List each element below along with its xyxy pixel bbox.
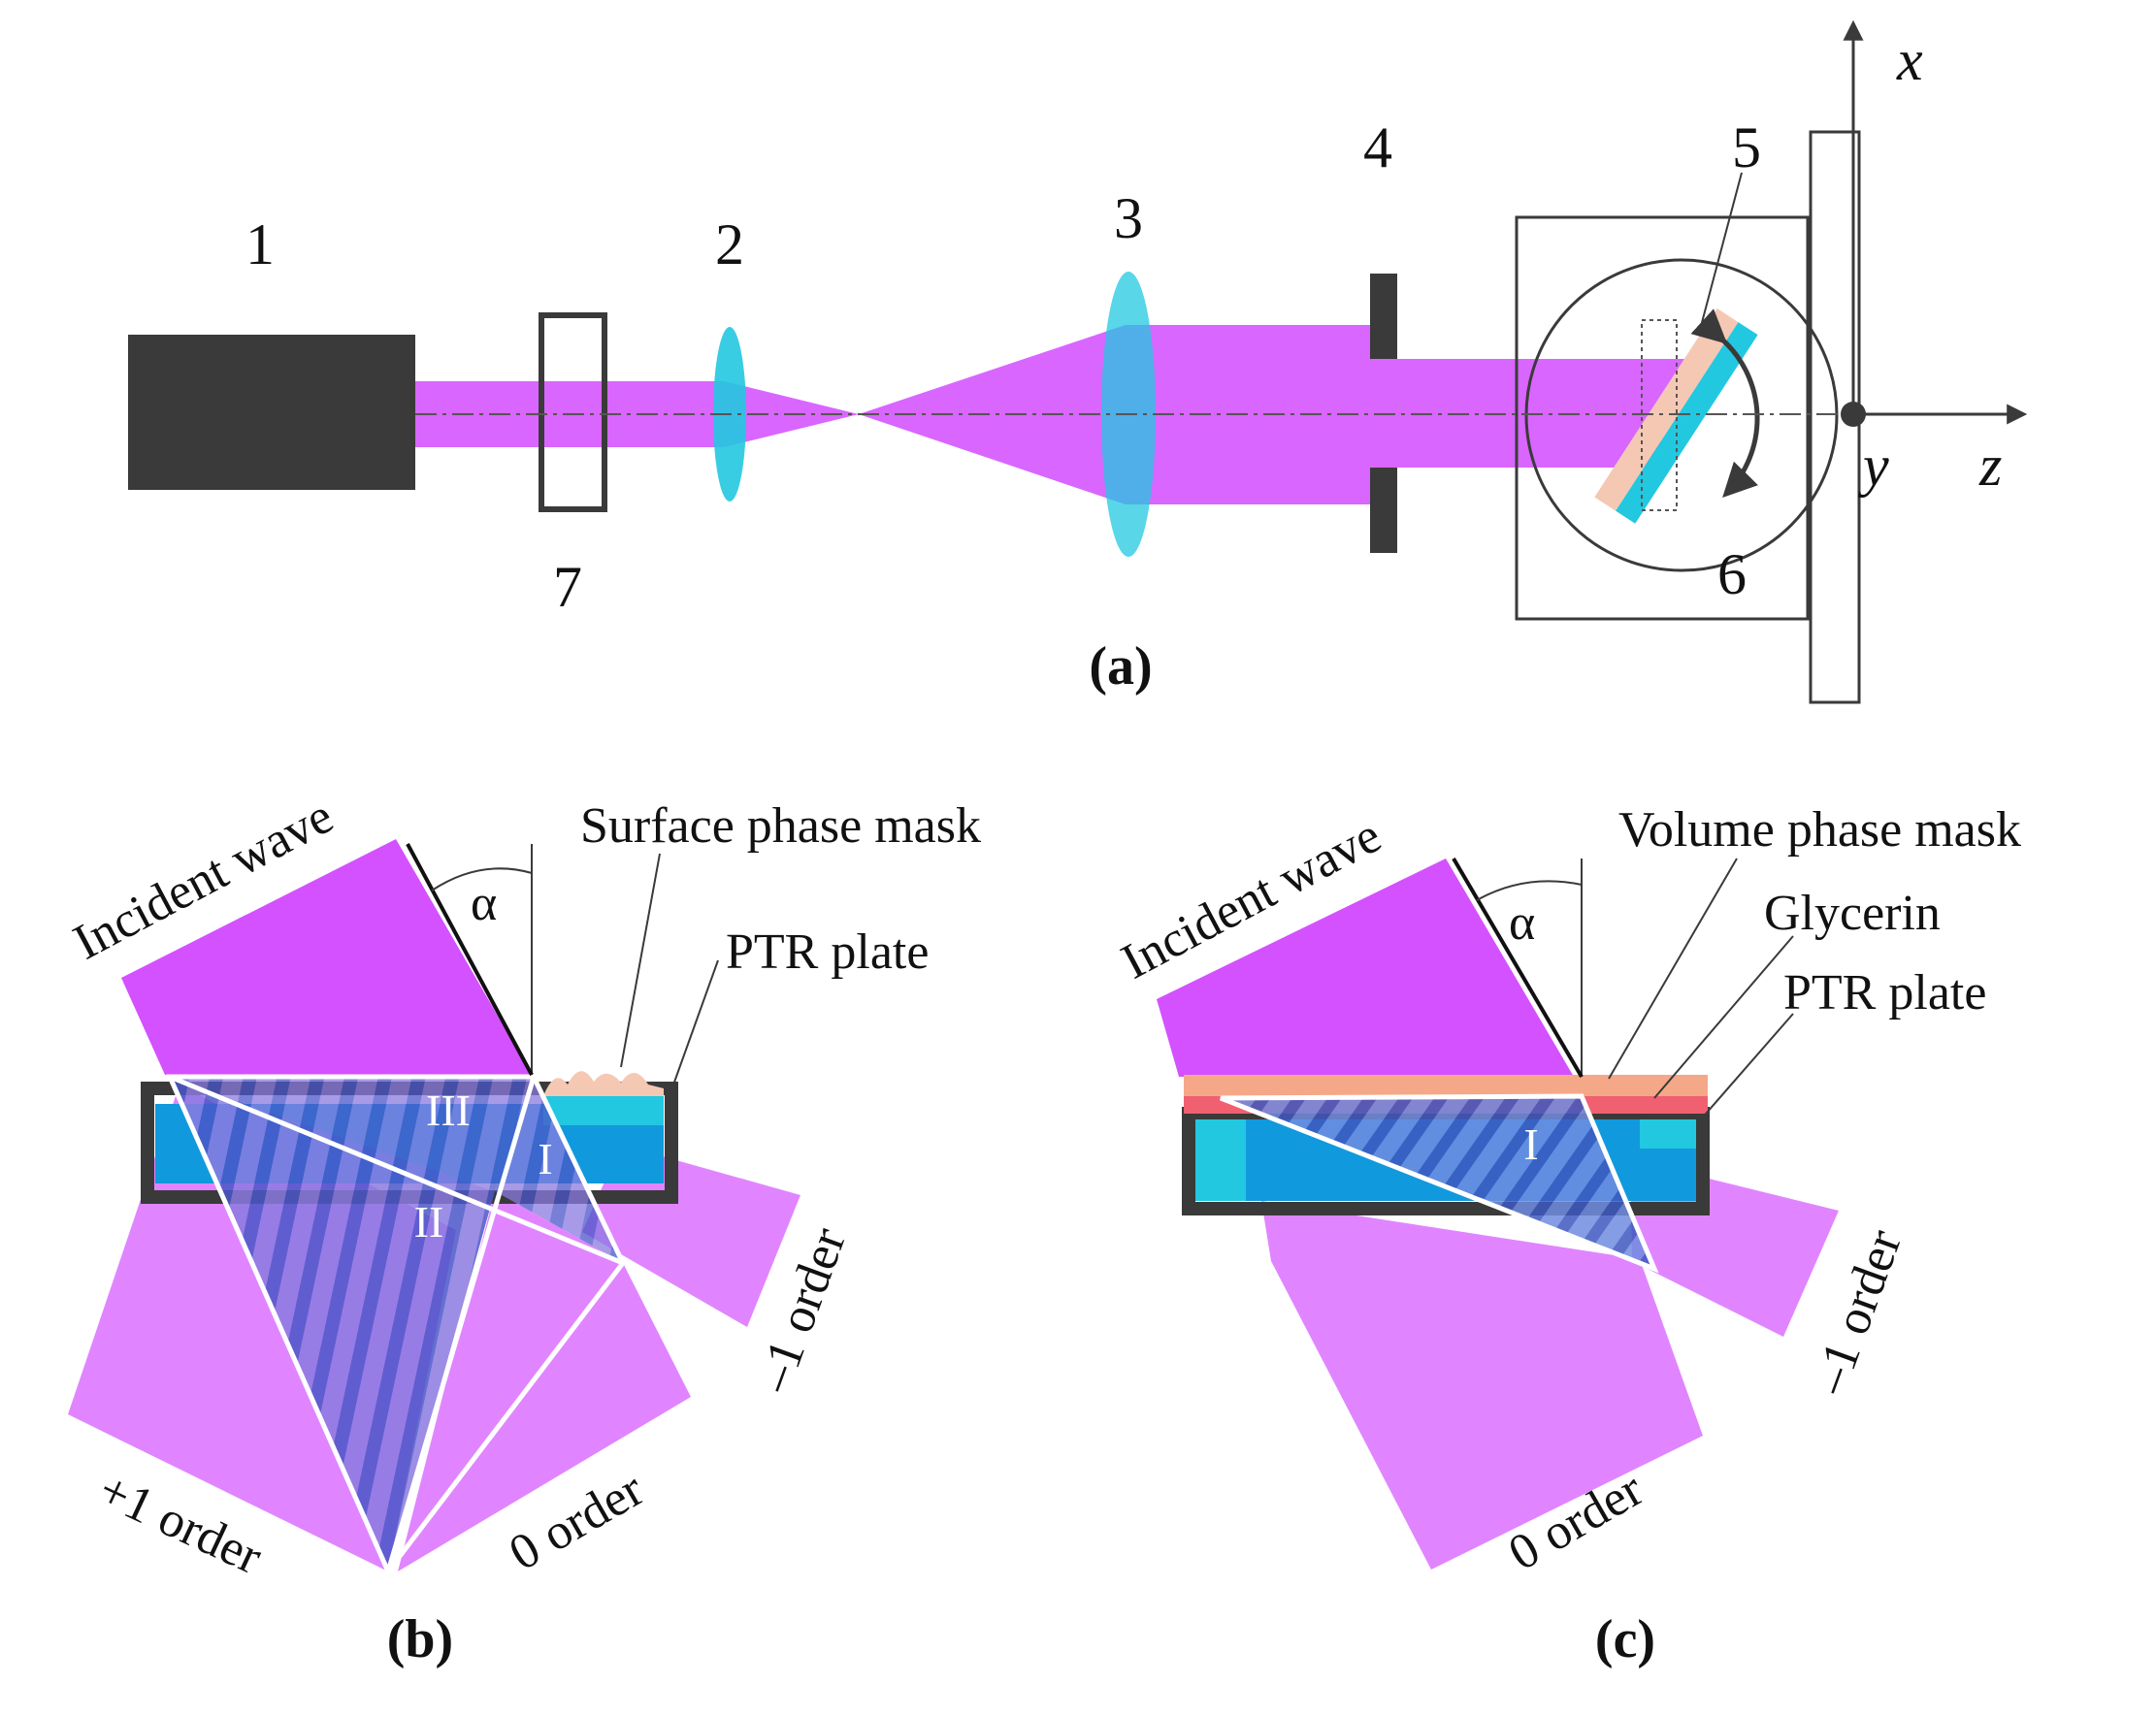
label-7: 7 (553, 555, 582, 619)
surface-mask-label: Surface phase mask (580, 798, 981, 854)
ptr-plate-label: PTR plate (1783, 965, 1986, 1020)
surface-phase-mask (543, 1071, 664, 1096)
panel-c-volume-mask: Incident wave α Volume phase mask Glycer… (1113, 802, 2021, 1669)
panel-a-label: (a) (1089, 636, 1152, 697)
zone-i-label: I (538, 1134, 552, 1183)
ptr-plate-light (543, 1096, 664, 1125)
mask-leader (1608, 858, 1738, 1080)
glycerin-label: Glycerin (1764, 886, 1941, 941)
ptr-plate-label: PTR plate (726, 924, 929, 980)
rotation-stage-frame (1515, 215, 1810, 621)
aperture-bottom (1370, 468, 1397, 553)
ptr-plate-light-right (1640, 1119, 1696, 1149)
volume-phase-mask (1184, 1075, 1708, 1096)
ptr-leader (1699, 1013, 1794, 1121)
panel-b-label: (b) (387, 1609, 453, 1669)
incident-beam (1157, 858, 1574, 1077)
incident-beam (121, 839, 532, 1075)
label-5: 5 (1732, 115, 1761, 179)
alpha-arc (1476, 880, 1583, 901)
interference-outlines (166, 1074, 626, 1576)
zero-order-beam (1261, 1201, 1703, 1570)
label-5-leader (1699, 172, 1743, 331)
glycerin-leader (1653, 935, 1794, 1099)
aperture-top (1370, 274, 1397, 359)
ptr-plate-light-left (1195, 1119, 1246, 1201)
interference-zone-iii (170, 1077, 534, 1191)
volume-mask-label: Volume phase mask (1618, 802, 2021, 858)
interference-zone-ii (170, 1077, 495, 1571)
incident-edge-line (1452, 857, 1584, 1079)
zone-iii-label: III (426, 1085, 471, 1135)
label-6: 6 (1717, 542, 1747, 606)
axis-x-label: x (1896, 28, 1923, 92)
label-3: 3 (1114, 186, 1143, 250)
axis-z-label: z (1978, 434, 2002, 498)
zone-i-label: I (1523, 1119, 1538, 1169)
label-2: 2 (715, 212, 744, 276)
ptr-leader (667, 959, 719, 1102)
zone-ii-label: II (414, 1197, 444, 1247)
optical-element-7 (539, 312, 607, 512)
incident-edge-line (406, 843, 534, 1076)
axis-y-label: y (1857, 434, 1889, 498)
sample-holder-outline (1641, 319, 1678, 511)
panel-b-surface-mask: Incident wave α Surface phase mask PTR p… (65, 789, 981, 1669)
panel-c-label: (c) (1595, 1609, 1655, 1669)
alpha-arc (431, 867, 533, 891)
mask-leader (620, 853, 661, 1068)
label-4: 4 (1363, 115, 1392, 179)
alpha-label: α (471, 876, 497, 931)
expanding-beam (859, 325, 1126, 504)
interference-zone-i (495, 1077, 623, 1263)
origin-point (1841, 402, 1866, 427)
label-1: 1 (245, 212, 275, 276)
interference-outline (1220, 1093, 1659, 1274)
panel-a-setup: 1 2 3 4 5 6 7 x y z (a) (128, 19, 2028, 704)
alpha-label: α (1509, 895, 1535, 951)
laser-source (128, 335, 415, 490)
